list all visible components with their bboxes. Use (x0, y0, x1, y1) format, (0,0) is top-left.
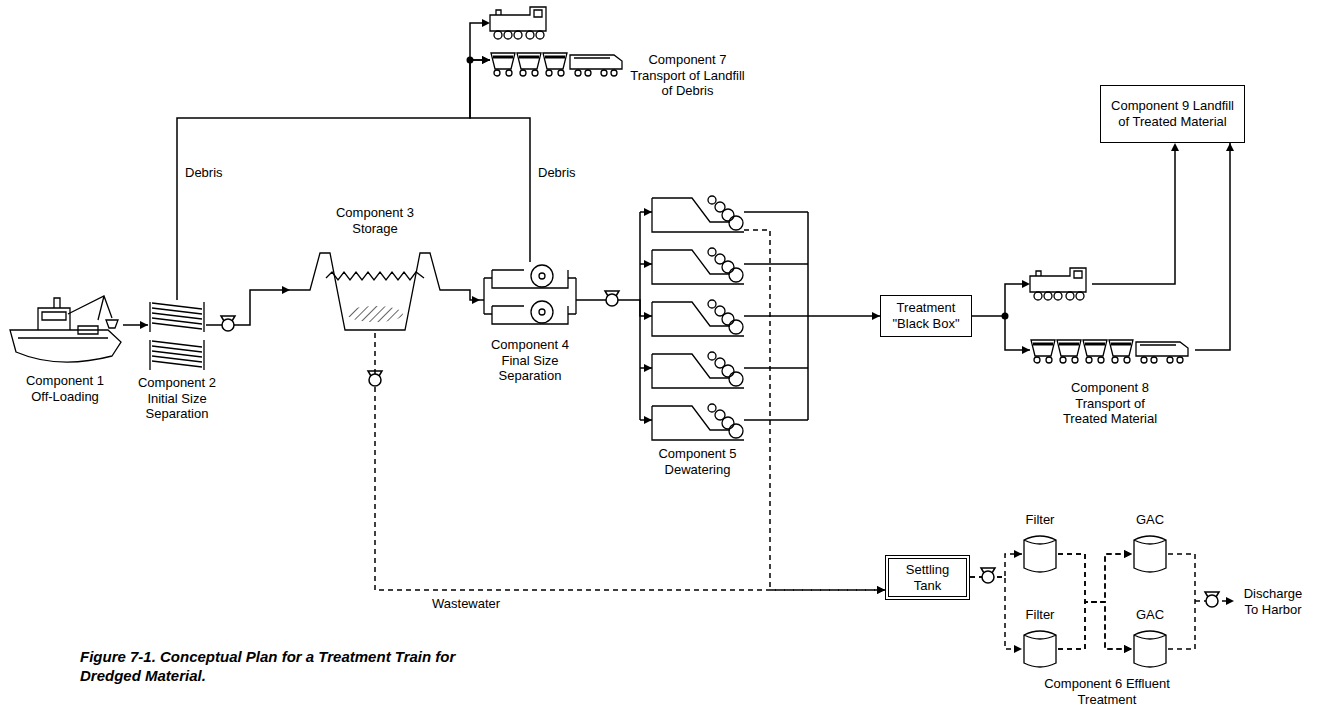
component-figure: Component 4 Final Size Separation (470, 257, 590, 382)
filter-vessel (1022, 534, 1058, 574)
component-figure: Component 8 Transport of Treated Materia… (1020, 262, 1200, 422)
component-label: Component 7 Transport of Landfill of Deb… (630, 52, 745, 99)
process-box: Component 9 Landfill of Treated Material (1100, 85, 1245, 143)
output-manifold (744, 212, 808, 420)
belt-press-illustration (652, 192, 744, 440)
component-label: Discharge To Harbor (1236, 586, 1310, 617)
pump-symbols (221, 291, 1219, 607)
screen-illustration (148, 300, 206, 372)
effluent-line (1168, 554, 1226, 649)
gac-vessel (1132, 629, 1168, 669)
component-figure: Component 3 Storage (285, 205, 465, 335)
box-label: Settling Tank (895, 562, 960, 593)
box-label: Component 9 Landfill of Treated Material (1107, 98, 1238, 129)
flow-arrow (744, 312, 880, 320)
component-label: Component 6 Effluent Treatment (1042, 676, 1172, 707)
component-figure: Filter (1010, 512, 1070, 576)
wastewater-line (970, 550, 1022, 577)
branch-line (470, 23, 482, 60)
wastewater-line (1058, 554, 1132, 653)
process-box: Settling Tank (885, 555, 970, 600)
flow-arrow (206, 286, 290, 325)
component-figure: GAC (1120, 607, 1180, 671)
wastewater-line (1058, 550, 1132, 602)
wastewater-line (970, 577, 1022, 653)
component-label: GAC (1120, 607, 1180, 623)
wastewater-line (1058, 602, 1132, 653)
component-figure: Component 1 Off-Loading (5, 285, 130, 410)
train-illustration (490, 7, 620, 87)
component-label: Component 4 Final Size Separation (480, 337, 580, 384)
flow-arrow (470, 56, 530, 262)
flow-arrow (123, 321, 148, 329)
flow-arrow (972, 316, 1030, 354)
wastewater-line (744, 230, 885, 594)
feed-manifold (640, 212, 652, 420)
flow-label: Debris (183, 165, 225, 181)
flow-arrow (460, 290, 480, 304)
component-label: Component 8 Transport of Treated Materia… (1055, 380, 1165, 427)
component-label: Component 1 Off-Loading (15, 373, 115, 404)
barge-illustration (8, 290, 123, 370)
component-label: Component 5 Dewatering (645, 446, 750, 477)
component-label: Component 2 Initial Size Separation (135, 375, 219, 422)
storage-basin (290, 248, 460, 333)
component-label: Filter (1010, 607, 1070, 623)
component-figure: Component 7 Transport of Landfill of Deb… (465, 2, 765, 114)
branch-line (1092, 151, 1175, 284)
component-label: Filter (1010, 512, 1070, 528)
train-illustration (1030, 268, 1195, 378)
flow-arrow (1195, 143, 1234, 350)
flow-arrow (177, 56, 490, 300)
box-label: Treatment "Black Box" (887, 300, 965, 331)
flow-label: Debris (536, 165, 578, 181)
component-figure: Component 5 Dewatering (645, 188, 750, 493)
wastewater-line (1058, 550, 1132, 649)
component-label: Component 3 Storage (330, 205, 420, 236)
component-figure: GAC (1120, 512, 1180, 576)
figure-caption: Figure 7-1. Conceptual Plan for a Treatm… (80, 648, 490, 686)
component-figure: Filter (1010, 607, 1070, 671)
component-label: GAC (1120, 512, 1180, 528)
component-figure: Component 2 Initial Size Separation (120, 295, 235, 430)
filter-vessel (1022, 629, 1058, 669)
process-box: Treatment "Black Box" (880, 295, 972, 337)
flow-label: Wastewater (430, 596, 502, 612)
trommel-illustration (480, 262, 580, 332)
gac-vessel (1132, 534, 1168, 574)
branch-line (1005, 284, 1022, 316)
